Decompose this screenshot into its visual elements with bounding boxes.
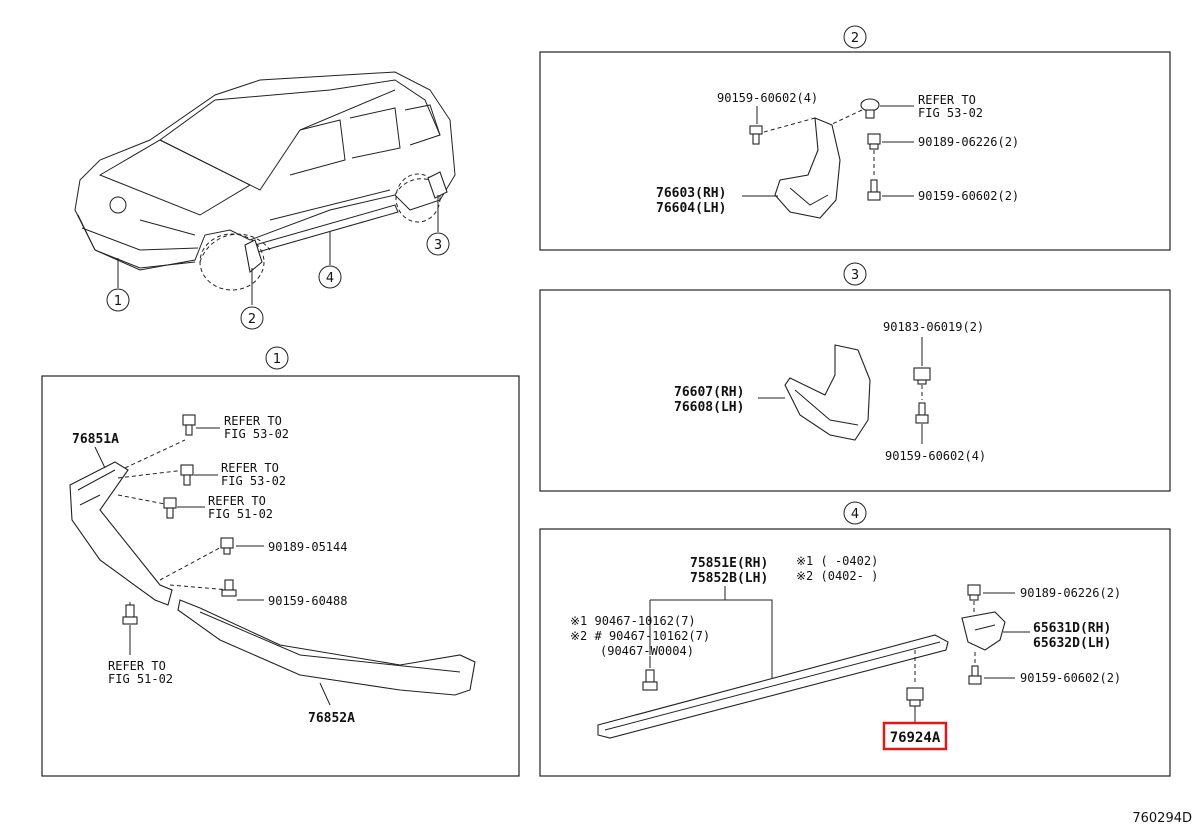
refer-51-02-c-line1: REFER TO — [208, 494, 266, 508]
guard-65631d-part — [961, 611, 1006, 651]
lower-spoiler-label: 76851A — [72, 432, 119, 447]
callout-4 — [318, 265, 342, 289]
refer-51-02-d-line1: REFER TO — [108, 659, 166, 673]
mudguard-rh-label: 76603(RH) — [656, 186, 726, 201]
clip-icon — [163, 497, 177, 519]
nut-90189-06226-label-4: 90189-06226(2) — [1020, 586, 1121, 600]
panel-4-frame — [539, 528, 1171, 777]
refer-53-02-b-line1: REFER TO — [221, 461, 279, 475]
screw-icon — [915, 402, 929, 424]
guard-rh-label: 65631D(RH) — [1033, 621, 1111, 636]
callout-4-text: 4 — [326, 271, 334, 286]
drawing-code: 760294D — [1132, 811, 1192, 826]
panel-1-label: 1 — [273, 352, 281, 367]
panel-2: 2 76603(RH) 76604(LH) 90159-60602(4) REF… — [539, 25, 1171, 251]
panel-4-label: 4 — [851, 507, 859, 522]
panel-3-label: 3 — [851, 268, 859, 283]
note-1: ※1 ( -0402) — [796, 554, 878, 568]
rocker-moulding-part — [597, 634, 949, 739]
nut-icon — [867, 133, 881, 150]
panel-3-frame — [539, 289, 1171, 492]
mudguard-lh-label-3: 76608(LH) — [674, 400, 744, 415]
screw-icon — [968, 665, 982, 685]
nut-90189-06226-label: 90189-06226(2) — [918, 135, 1019, 149]
panel-1: 1 76851A 76852A — [41, 346, 520, 777]
refer-53-02-a-line2: FIG 53-02 — [224, 427, 289, 441]
screw-icon — [221, 579, 237, 597]
clip-icon — [860, 98, 880, 119]
refer-53-02-b-line2: FIG 53-02 — [221, 474, 286, 488]
mudguard-rh-label-3: 76607(RH) — [674, 385, 744, 400]
clip-icon — [642, 669, 658, 691]
refer-53-02-line1: REFER TO — [918, 93, 976, 107]
callout-2 — [240, 306, 264, 330]
screw-90159-60602-2-label-4: 90159-60602(2) — [1020, 671, 1121, 685]
mudguard-76603-part — [774, 117, 841, 219]
panel-3: 3 76607(RH) 76608(LH) 90183-06019(2) 901… — [539, 262, 1171, 492]
front-spoiler-label: 76852A — [308, 711, 355, 726]
car-overview: 1 2 4 3 — [74, 71, 456, 330]
moulding-rh-label: 75851E(RH) — [690, 556, 768, 571]
panel-1-frame — [41, 375, 520, 777]
panel-2-label: 2 — [851, 31, 859, 46]
nut-icon — [906, 687, 924, 707]
screw-90159-60602-4-label-3: 90159-60602(4) — [885, 449, 986, 463]
nut-90183-06019-label: 90183-06019(2) — [883, 320, 984, 334]
panel-2-frame — [539, 51, 1171, 251]
clip-note1-label: ※1 90467-10162(7) — [570, 614, 696, 628]
callout-3 — [426, 232, 450, 256]
clip-90189-05144-label: 90189-05144 — [268, 540, 347, 554]
callout-3-text: 3 — [434, 238, 442, 253]
mudguard-76607-part — [784, 344, 871, 441]
screw-icon — [867, 179, 881, 201]
nut-icon — [967, 584, 981, 601]
highlight-box[interactable] — [882, 721, 948, 751]
clip-icon — [182, 414, 196, 436]
screw-icon — [749, 125, 763, 145]
screw-icon — [122, 604, 138, 625]
screw-90159-60488-label: 90159-60488 — [268, 594, 347, 608]
refer-53-02-a-line1: REFER TO — [224, 414, 282, 428]
mudguard-lh-label: 76604(LH) — [656, 201, 726, 216]
highlighted-part-76924a[interactable]: 76924A — [890, 730, 941, 746]
refer-51-02-c-line2: FIG 51-02 — [208, 507, 273, 521]
guard-lh-label: 65632D(LH) — [1033, 636, 1111, 651]
clip-note2-label: ※2 # 90467-10162(7) — [570, 629, 710, 643]
callout-1 — [106, 288, 130, 312]
refer-53-02-line2: FIG 53-02 — [918, 106, 983, 120]
panel-4: 4 75851E(RH) 75852B(LH) ※1 ( -0402) ※2 (… — [539, 501, 1171, 777]
screw-90159-60602-2-label: 90159-60602(2) — [918, 189, 1019, 203]
callout-1-text: 1 — [114, 294, 122, 309]
clip-icon — [180, 464, 194, 486]
note-2: ※2 (0402- ) — [796, 569, 878, 583]
lower-spoiler-part — [69, 461, 173, 606]
front-spoiler-part — [177, 599, 476, 696]
moulding-lh-label: 75852B(LH) — [690, 571, 768, 586]
callout-2-text: 2 — [248, 312, 256, 327]
screw-90159-60602-4-label: 90159-60602(4) — [717, 91, 818, 105]
nut-icon — [913, 367, 931, 385]
refer-51-02-d-line2: FIG 51-02 — [108, 672, 173, 686]
clip-icon — [220, 537, 234, 555]
clip-w0004-label: (90467-W0004) — [600, 644, 694, 658]
